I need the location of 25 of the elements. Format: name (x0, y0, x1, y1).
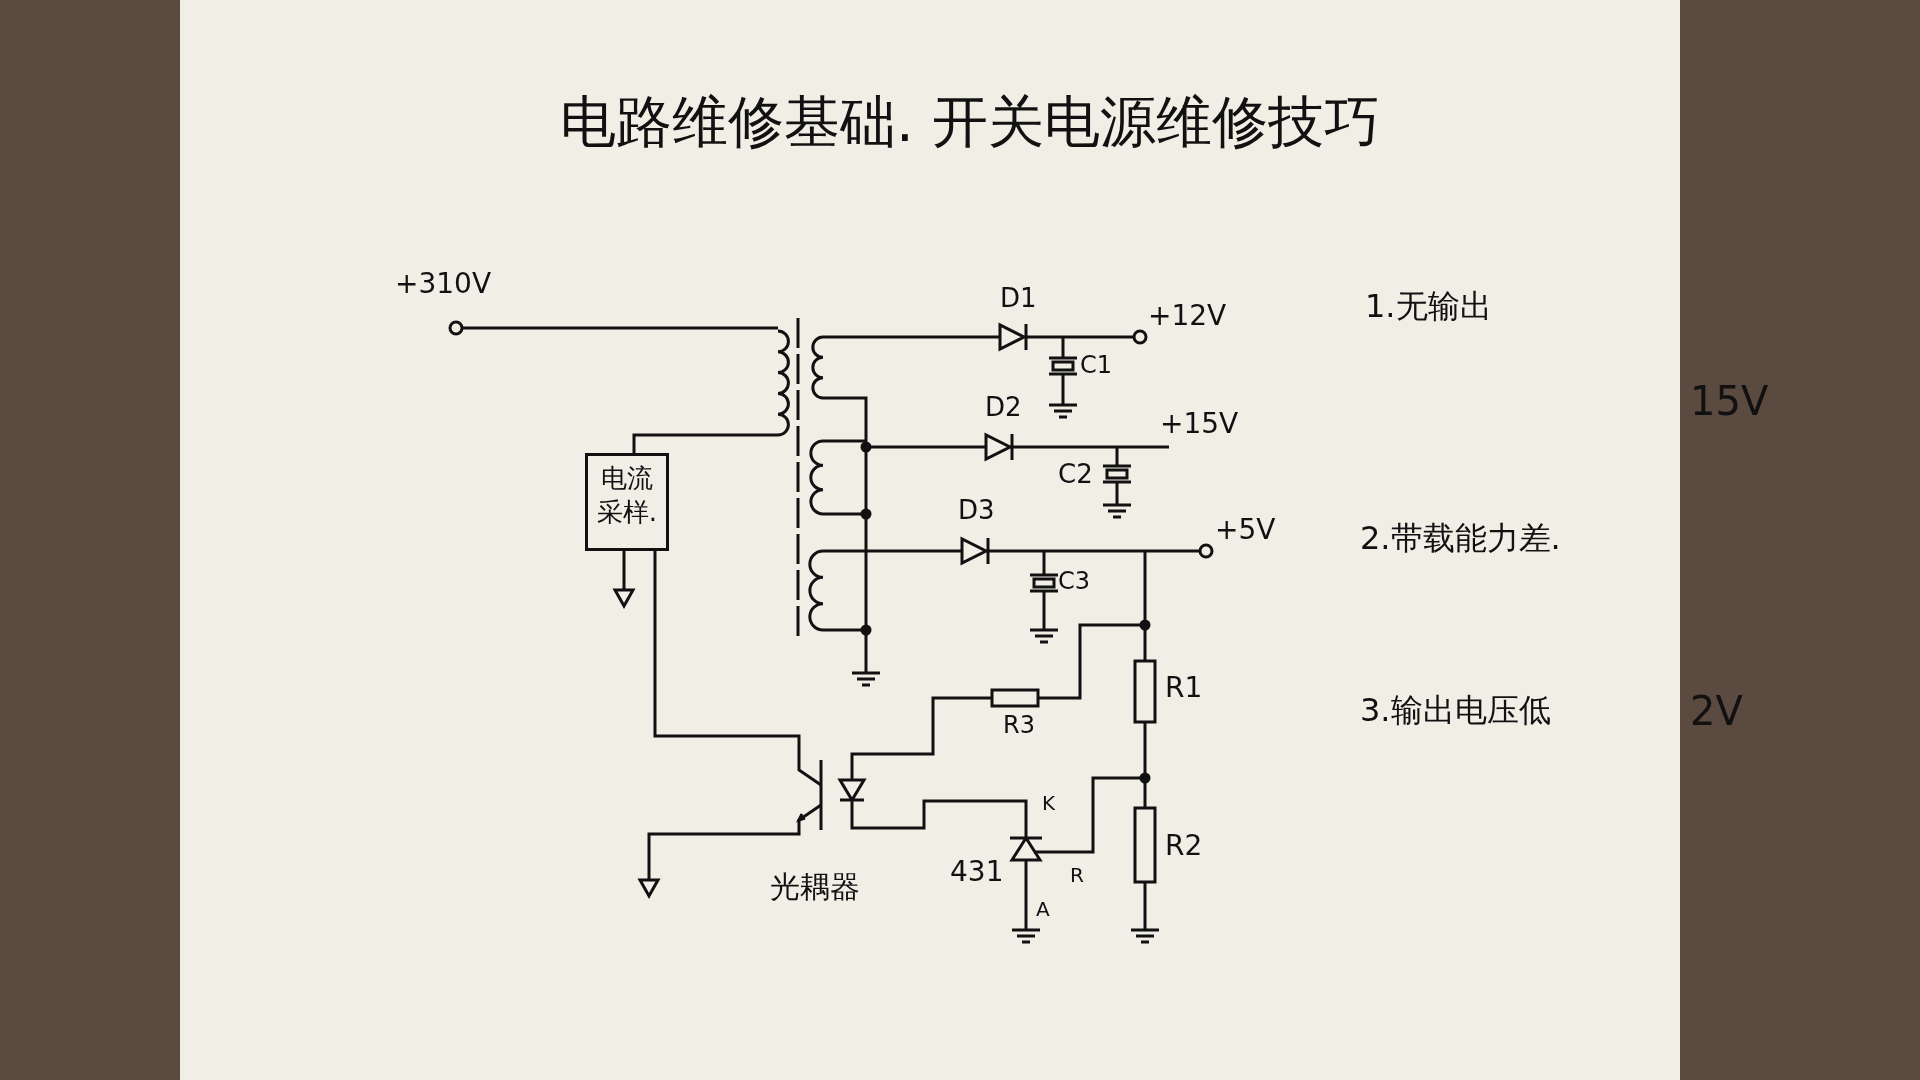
component-label: C2 (1058, 460, 1093, 490)
component-label: D1 (1000, 284, 1037, 314)
component-label: D3 (958, 496, 995, 526)
component-label: D2 (985, 393, 1022, 423)
component-label: C1 (1080, 352, 1113, 380)
component-label: R1 (1165, 672, 1203, 705)
pin-label: R (1070, 864, 1084, 887)
voltage-label: +5V (1215, 514, 1276, 547)
voltage-label: +15V (1160, 408, 1239, 441)
note-text: 2.带载能力差. (1360, 520, 1561, 557)
margin-text: 2V (1690, 688, 1743, 734)
voltage-label: +12V (1148, 300, 1227, 333)
title: 电路维修基础. 开关电源维修技巧 (560, 90, 1380, 155)
margin-text: 15V (1690, 378, 1769, 424)
note-text: 1.无输出 (1365, 288, 1492, 325)
pin-label: A (1036, 898, 1050, 921)
component-label: C3 (1058, 568, 1091, 596)
component-label: 431 (950, 856, 1004, 889)
component-label: 光耦器 (770, 870, 860, 905)
component-label: R3 (1003, 712, 1035, 740)
voltage-label: +310V (395, 268, 492, 301)
component-label: R2 (1165, 830, 1203, 863)
note-text: 3.输出电压低 (1360, 692, 1551, 729)
pin-label: K (1042, 792, 1056, 815)
current-sense-box: 电流采样. (585, 453, 669, 551)
